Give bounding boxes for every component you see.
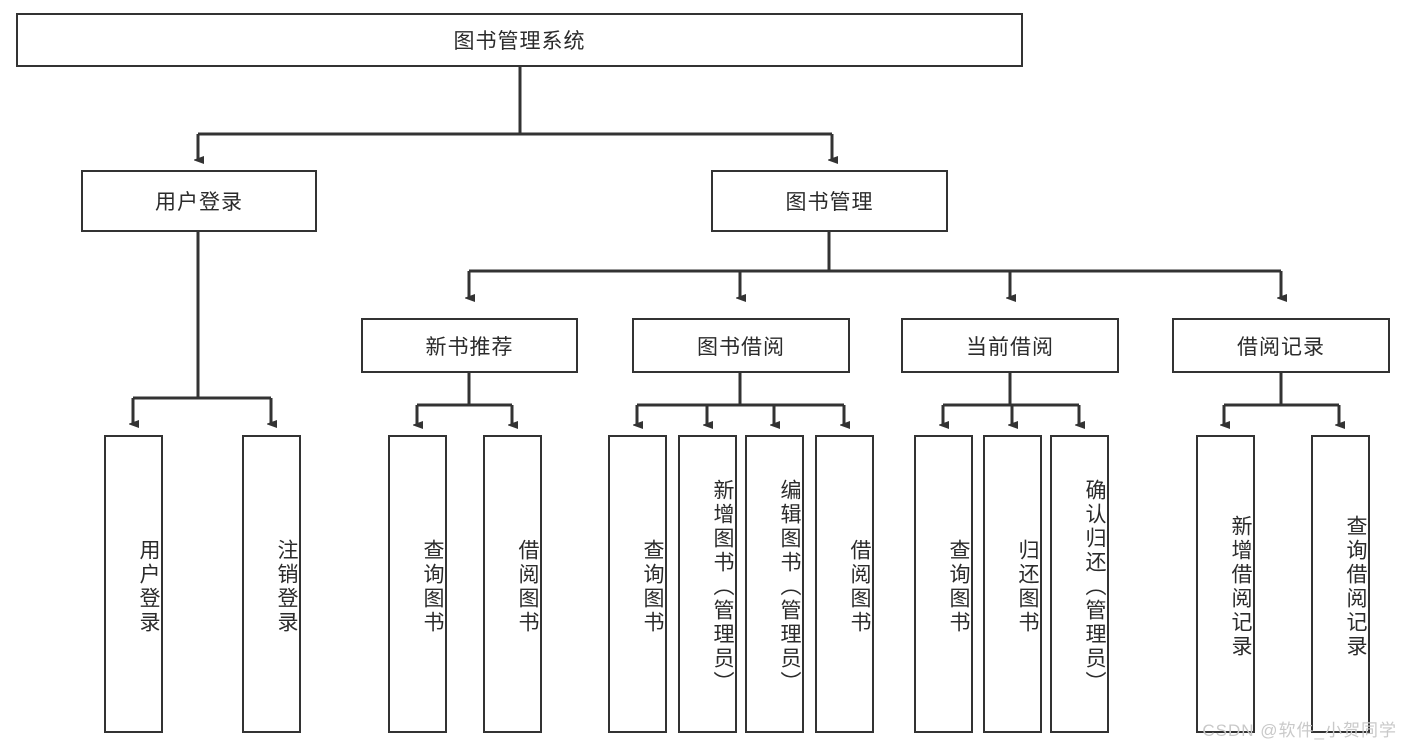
node-label: 确认归还（管理员） (1083, 479, 1106, 695)
node-label: 查询图书 (421, 539, 444, 635)
node-label: 编辑图书（管理员） (778, 479, 801, 695)
node-label: 用户登录 (155, 191, 243, 214)
leaf-current-borrow-confirm-return[interactable]: 确认归还（管理员） (1050, 435, 1109, 733)
node-label: 新书推荐 (425, 335, 514, 359)
node-label: 新增借阅记录 (1229, 515, 1252, 659)
node-label: 借阅图书 (516, 539, 539, 635)
node-new-book-recommend[interactable]: 新书推荐 (361, 318, 578, 373)
node-label: 用户登录 (137, 539, 160, 635)
node-label: 当前借阅 (966, 335, 1054, 359)
leaf-new-book-query[interactable]: 查询图书 (388, 435, 447, 733)
leaf-borrow-record-add[interactable]: 新增借阅记录 (1196, 435, 1255, 733)
node-root-system[interactable]: 图书管理系统 (16, 13, 1023, 67)
leaf-user-login-login[interactable]: 用户登录 (104, 435, 163, 733)
node-label: 图书管理系统 (453, 30, 586, 53)
node-label: 借阅图书 (848, 539, 871, 635)
node-book-management[interactable]: 图书管理 (711, 170, 948, 232)
node-book-borrow[interactable]: 图书借阅 (632, 318, 850, 373)
node-label: 图书借阅 (697, 335, 785, 359)
node-label: 图书管理 (785, 191, 874, 214)
leaf-book-borrow-query[interactable]: 查询图书 (608, 435, 667, 733)
leaf-book-borrow-edit[interactable]: 编辑图书（管理员） (745, 435, 804, 733)
node-borrow-record[interactable]: 借阅记录 (1172, 318, 1390, 373)
node-label: 借阅记录 (1237, 335, 1325, 359)
node-label: 查询图书 (947, 539, 970, 635)
leaf-new-book-borrow[interactable]: 借阅图书 (483, 435, 542, 733)
node-current-borrow[interactable]: 当前借阅 (901, 318, 1119, 373)
leaf-user-login-logout[interactable]: 注销登录 (242, 435, 301, 733)
leaf-current-borrow-query[interactable]: 查询图书 (914, 435, 973, 733)
leaf-book-borrow-add[interactable]: 新增图书（管理员） (678, 435, 737, 733)
leaf-current-borrow-return[interactable]: 归还图书 (983, 435, 1042, 733)
csdn-watermark: CSDN @软件_小贺同学 (1202, 721, 1397, 740)
node-label: 查询借阅记录 (1344, 515, 1367, 659)
node-label: 查询图书 (641, 539, 664, 635)
node-label: 注销登录 (275, 539, 298, 635)
node-label: 新增图书（管理员） (711, 479, 734, 695)
node-user-login[interactable]: 用户登录 (81, 170, 317, 232)
leaf-borrow-record-query[interactable]: 查询借阅记录 (1311, 435, 1370, 733)
node-label: 归还图书 (1016, 539, 1039, 635)
leaf-book-borrow-borrow[interactable]: 借阅图书 (815, 435, 874, 733)
